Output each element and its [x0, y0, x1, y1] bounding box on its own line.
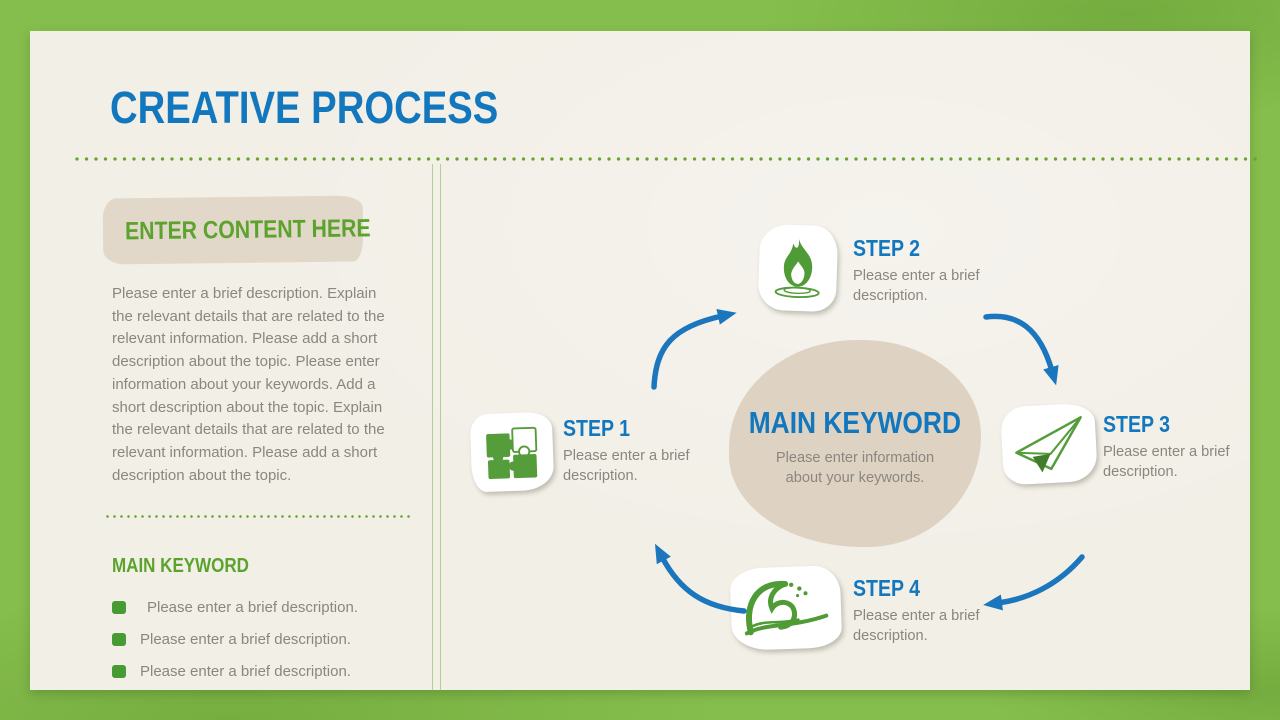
paper-plane-icon	[1015, 416, 1082, 473]
step4-label: STEP 4	[853, 575, 921, 601]
bullet-square-icon	[112, 633, 126, 646]
bullet-square-icon	[112, 601, 126, 614]
step3-sticker	[1000, 402, 1098, 486]
step1-label: STEP 1	[563, 415, 631, 441]
flow-arrow-step1-to-step2	[651, 309, 737, 390]
diagram-center-subtitle: Please enter information about your keyw…	[775, 450, 935, 486]
step3-block: STEP 3 Please enter a brief description.	[1103, 411, 1253, 482]
flame-icon	[774, 238, 820, 299]
keyword-bullet-list: Please enter a brief description. Please…	[112, 599, 358, 695]
step1-block: STEP 1 Please enter a brief description.	[563, 415, 709, 486]
bullet-text: Please enter a brief description.	[140, 631, 351, 648]
step3-label: STEP 3	[1103, 411, 1171, 437]
left-keyword-heading: MAIN KEYWORD	[112, 555, 249, 577]
wave-icon	[744, 581, 829, 636]
step1-description: Please enter a brief description.	[563, 448, 690, 485]
list-item: Please enter a brief description.	[112, 631, 358, 648]
step2-sticker	[757, 223, 839, 313]
step2-block: STEP 2 Please enter a brief description.	[853, 235, 1003, 306]
step1-sticker	[469, 411, 555, 493]
diagram-center-blob: MAIN KEYWORD Please enter information ab…	[729, 340, 981, 547]
content-heading: ENTER CONTENT HERE	[124, 213, 371, 245]
flow-arrow-step4-to-step1	[654, 543, 747, 614]
slide-canvas: CREATIVE PROCESS ENTER CONTENT HERE Plea…	[30, 31, 1261, 692]
step4-block: STEP 4 Please enter a brief description.	[853, 575, 1003, 646]
puzzle-icon	[486, 426, 538, 480]
bullet-text: Please enter a brief description.	[147, 599, 358, 616]
diagram-center-title: MAIN KEYWORD	[748, 405, 962, 440]
bullet-text: Please enter a brief description.	[140, 663, 351, 680]
step2-label: STEP 2	[853, 235, 921, 261]
flow-arrow-step2-to-step3	[983, 313, 1059, 386]
content-heading-swatch: ENTER CONTENT HERE	[102, 195, 371, 265]
dotted-divider-top	[75, 157, 1261, 161]
page-title: CREATIVE PROCESS	[110, 82, 499, 133]
step4-description: Please enter a brief description.	[853, 608, 980, 645]
step3-description: Please enter a brief description.	[1103, 444, 1230, 481]
content-description: Please enter a brief description. Explai…	[112, 285, 385, 484]
dotted-divider-left	[106, 515, 414, 518]
vertical-divider	[432, 164, 441, 692]
bullet-square-icon	[112, 665, 126, 678]
list-item: Please enter a brief description.	[112, 663, 358, 680]
list-item: Please enter a brief description.	[112, 599, 358, 616]
flow-arrow-step3-to-step4	[983, 554, 1085, 611]
step2-description: Please enter a brief description.	[853, 268, 980, 305]
step4-sticker	[729, 565, 843, 651]
